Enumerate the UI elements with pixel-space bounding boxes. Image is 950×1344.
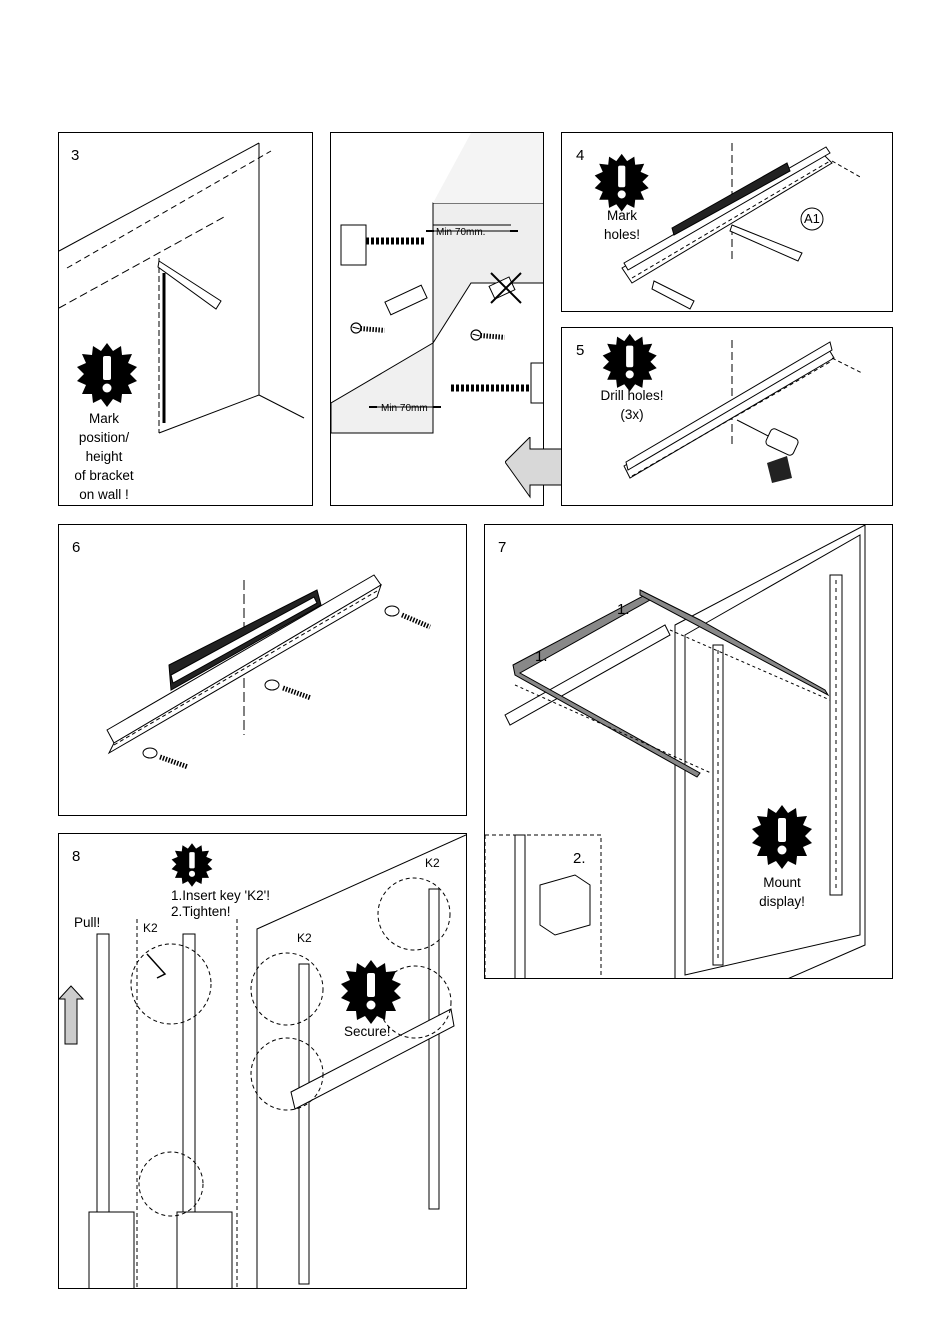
step-number: 6	[72, 539, 80, 556]
substep-label: 1.	[535, 649, 548, 665]
panel-step-3: 3 Mark position/ height of bracket on wa…	[58, 132, 313, 506]
substep-label: 1.	[617, 602, 630, 618]
min-depth-label-top: Min 70mm.	[436, 227, 485, 238]
panel-step-5: 5 Drill holes! (3x)	[561, 327, 893, 506]
substep-label: 2.	[573, 851, 586, 867]
warning-icon	[72, 340, 142, 410]
step-number: 3	[71, 147, 79, 164]
panel-step-6: 6	[58, 524, 467, 816]
instruction-text: Secure!	[344, 1024, 391, 1040]
panel-step-7: 7 1. 1. 2. Mount display!	[484, 524, 893, 979]
instruction-text: 1.Insert key 'K2'! 2.Tighten!	[171, 888, 270, 920]
instruction-text: Mark position/ height of bracket on wall…	[59, 409, 149, 504]
key-label: K2	[143, 921, 158, 935]
instruction-text: Drill holes! (3x)	[582, 386, 682, 424]
panel-step-8: 8 Pull! 1.Insert key 'K2'! 2.Tighten! K2…	[58, 833, 467, 1289]
warning-icon	[592, 153, 652, 213]
instruction-text: Mount display!	[737, 873, 827, 911]
step-number: 5	[576, 342, 584, 359]
part-label: A1	[804, 211, 820, 226]
step-number: 8	[72, 848, 80, 865]
warning-icon	[600, 333, 660, 393]
key-label: K2	[297, 931, 312, 945]
mount-display-illustration	[485, 525, 893, 979]
key-label: K2	[425, 856, 440, 870]
pull-label: Pull!	[74, 915, 100, 931]
warning-icon	[169, 842, 215, 888]
min-depth-label-bottom: Min 70mm	[381, 403, 428, 414]
warning-icon	[747, 802, 817, 872]
bracket-screwing-illustration	[59, 525, 467, 816]
warning-icon	[336, 957, 406, 1027]
panel-step-4: 4 Mark holes! A1	[561, 132, 893, 312]
step-number: 4	[576, 147, 584, 164]
instruction-text: Mark holes!	[582, 206, 662, 244]
step-number: 7	[498, 539, 506, 556]
